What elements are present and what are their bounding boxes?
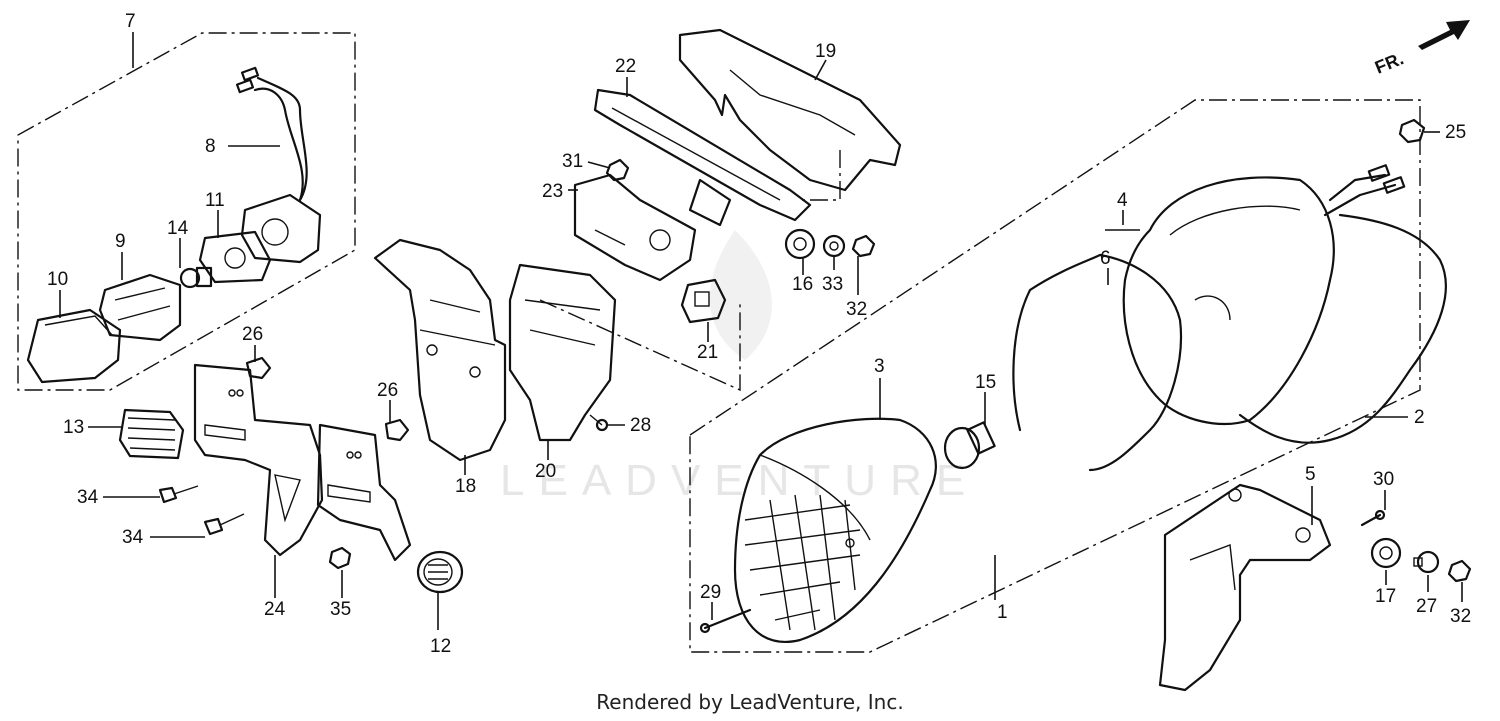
callout-26-upper: 26 — [242, 324, 263, 345]
part-20-mud-guard — [508, 263, 617, 442]
callout-23: 23 — [542, 181, 563, 202]
part-24-lower-plate — [316, 423, 412, 562]
callout-30: 30 — [1373, 469, 1394, 490]
part-16-grommet — [784, 228, 816, 260]
group-box-1 — [689, 99, 1421, 653]
part-19-cover — [678, 28, 902, 192]
footer-credit: Rendered by LeadVenture, Inc. — [596, 690, 904, 714]
part-33-washer — [822, 234, 846, 258]
callout-29: 29 — [700, 582, 721, 603]
part-22-bracket — [593, 88, 812, 227]
callout-27: 27 — [1416, 596, 1437, 617]
callout-34-lower: 34 — [122, 527, 144, 548]
part-26-grommet-lower — [384, 418, 410, 442]
callout-17: 17 — [1375, 586, 1396, 607]
callout-20: 20 — [535, 461, 556, 482]
part-29-screw — [699, 608, 752, 634]
callout-2: 2 — [1414, 407, 1425, 428]
part-5-bracket — [1158, 483, 1332, 692]
watermark: LEADVENTURE — [500, 456, 979, 505]
callout-25: 25 — [1445, 122, 1466, 143]
part-32-nut-lower — [1447, 559, 1472, 583]
callout-26-lower: 26 — [377, 380, 398, 401]
group-box-7 — [17, 32, 356, 391]
callout-10: 10 — [47, 269, 68, 290]
part-21-clip — [680, 278, 727, 324]
callout-32-upper: 32 — [846, 299, 867, 320]
callout-11: 11 — [205, 190, 225, 211]
callout-21: 21 — [697, 342, 718, 363]
part-18-rear-fender — [373, 238, 507, 462]
callout-4: 4 — [1117, 190, 1128, 211]
callout-7: 7 — [125, 11, 136, 32]
part-24-license-bracket — [193, 363, 324, 557]
callout-19: 19 — [815, 41, 836, 62]
part-15-tail-bulb — [943, 421, 996, 470]
part-26-grommet-upper — [245, 356, 272, 380]
part-34-bolt-upper — [158, 485, 199, 504]
callout-5: 5 — [1305, 464, 1316, 485]
callout-28: 28 — [630, 415, 651, 436]
part-4-tail-housing — [1122, 164, 1406, 426]
part-3-tail-lens — [733, 417, 937, 643]
callout-16: 16 — [792, 274, 813, 295]
callout-33: 33 — [822, 274, 843, 295]
part-28-screw — [589, 414, 609, 432]
part-32-nut-upper — [851, 234, 876, 258]
part-27-collar — [1413, 550, 1440, 574]
callout-15: 15 — [975, 372, 996, 393]
part-10-license-lens — [26, 308, 122, 384]
callout-22: 22 — [615, 56, 636, 77]
part-23-bracket — [573, 173, 697, 282]
callout-12: 12 — [430, 636, 451, 657]
watermark-flame-icon — [709, 230, 772, 360]
callout-8: 8 — [205, 136, 216, 157]
callout-35: 35 — [330, 599, 351, 620]
callout-3: 3 — [874, 356, 885, 377]
callout-24: 24 — [264, 599, 286, 620]
part-9-housing — [98, 273, 182, 342]
group-box-19 — [800, 150, 841, 201]
leader-lines — [59, 59, 1463, 630]
callout-34-upper: 34 — [77, 487, 99, 508]
part-12-round-reflector — [416, 550, 464, 594]
part-13-reflector — [118, 408, 185, 460]
callout-14: 14 — [167, 218, 189, 239]
callout-31: 31 — [562, 151, 583, 172]
part-34-bolt-lower — [203, 513, 245, 536]
callout-1: 1 — [997, 602, 1008, 623]
part-11-gasket — [198, 230, 272, 284]
part-2-gasket — [1238, 213, 1447, 444]
callout-9: 9 — [115, 231, 126, 252]
part-17-grommet — [1370, 537, 1402, 569]
callout-18: 18 — [455, 476, 476, 497]
callout-6: 6 — [1100, 248, 1111, 269]
part-8-socket-wire — [235, 66, 322, 264]
callout-32-lower: 32 — [1450, 606, 1471, 627]
part-31-nut — [605, 158, 630, 182]
group-box-21 — [539, 299, 741, 392]
front-label: FR. — [1372, 48, 1406, 77]
part-30-screw — [1360, 509, 1386, 527]
part-25-nut — [1398, 118, 1426, 144]
front-direction-arrow-icon — [1418, 20, 1470, 50]
callout-13: 13 — [63, 417, 84, 438]
part-35-nut — [328, 546, 352, 570]
part-6-gasket — [1012, 253, 1182, 472]
